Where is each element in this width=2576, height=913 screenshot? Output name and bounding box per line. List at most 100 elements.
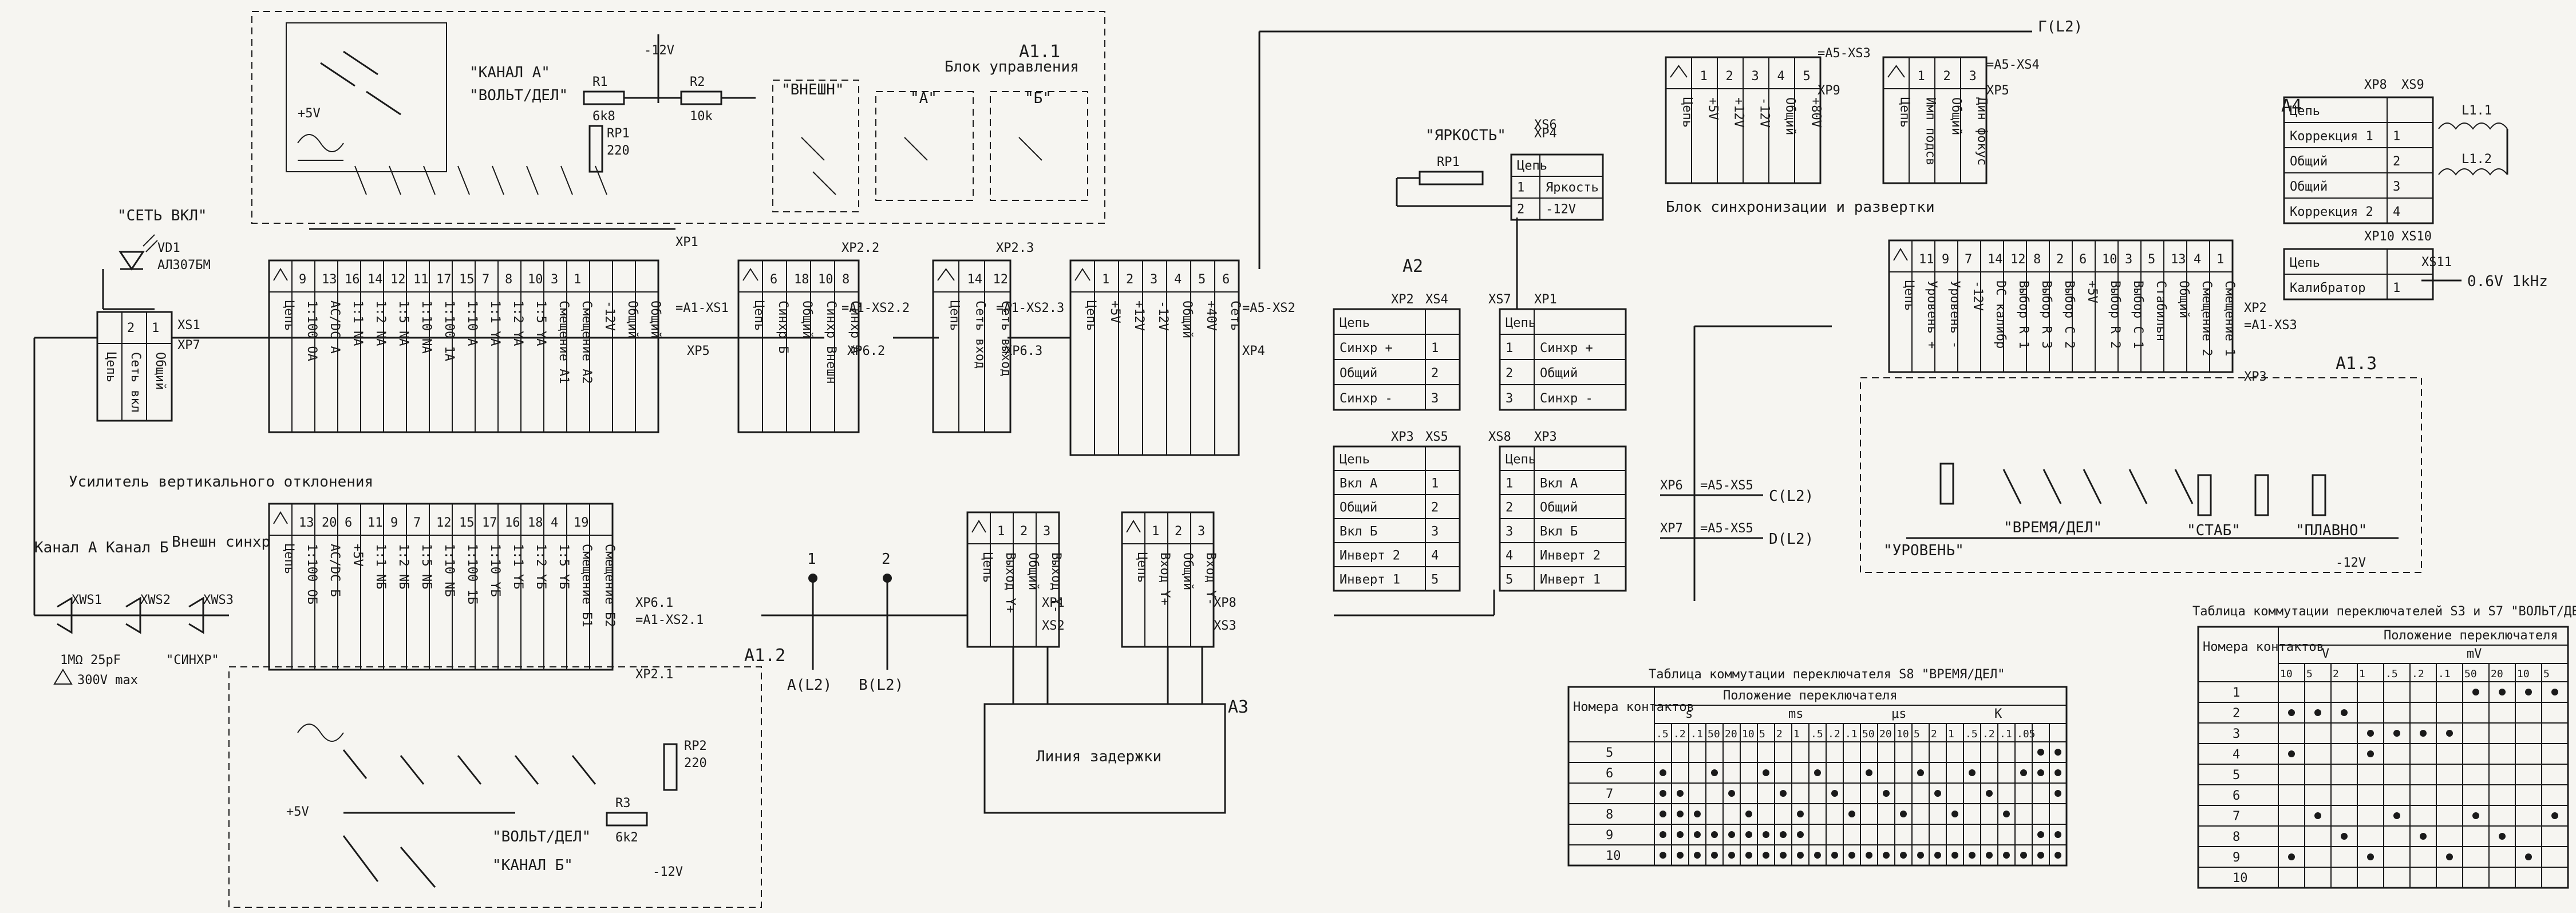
tbl8-dot — [1694, 852, 1701, 859]
a4xs10-cell: Цепь — [2290, 256, 2320, 270]
tbl8-dot — [1677, 811, 1684, 817]
a2xs4-cell: 3 — [1431, 392, 1439, 406]
xp61-pin: 7 — [413, 516, 421, 530]
xs2r-name: Выбор R 1 — [2016, 280, 2030, 349]
a2xs5-cell: Цепь — [1340, 452, 1370, 467]
a1-xs2-2-tag: =А1-XS2.2 — [841, 301, 910, 315]
xs3-tag: XS3 — [1214, 619, 1236, 633]
net-c-label: С(L2) — [1769, 488, 1814, 505]
tbl3-row-number: 1 — [2233, 686, 2240, 700]
a4xs9-cell: 4 — [2393, 205, 2400, 219]
a1-xs3-tag: =А1-XS3 — [2244, 318, 2297, 333]
a2xs4-cell: 1 — [1431, 341, 1439, 355]
svg-text:R3: R3 — [615, 796, 631, 811]
smooth-label: "ПЛАВНО" — [2296, 522, 2367, 539]
tbl8-dot — [1745, 811, 1752, 817]
a2xs5-cell: 4 — [1431, 548, 1439, 563]
a1-3-components — [1906, 463, 2399, 539]
svg-text:RP2: RP2 — [684, 739, 707, 753]
xp5-pin: 11 — [413, 272, 429, 287]
a2xp1-cell: Синхр - — [1540, 392, 1593, 406]
xp61-pin: 6 — [345, 516, 352, 530]
xs2r-name: Выбор R 3 — [2039, 280, 2053, 349]
bright-cell: -12V — [1546, 203, 1576, 217]
xp5-name: Смещение А2 — [579, 301, 594, 384]
xp62-frame — [737, 259, 860, 433]
tbl8-dot — [1951, 811, 1958, 817]
svg-text:RP1: RP1 — [1437, 155, 1460, 169]
xs2r-name: DC калибр — [1993, 280, 2008, 349]
xp4-name: +12V — [1132, 301, 1146, 331]
a2xs5-cell: 5 — [1431, 572, 1439, 587]
xs2r-pin: 2 — [2056, 252, 2064, 267]
xp5-pin: 1 — [574, 272, 581, 287]
svg-text:10k: 10k — [690, 109, 713, 124]
xp1b-tag: XP1 — [1534, 293, 1557, 307]
tbl8-dot — [1831, 790, 1838, 797]
xp9-pin: 5 — [1803, 69, 1811, 84]
xs2r-pin: 8 — [2033, 252, 2041, 267]
xp9-pin: 2 — [1726, 69, 1733, 84]
xs2r-pin: 9 — [1942, 252, 1949, 267]
xp7-tag: XP7 — [177, 338, 200, 353]
tbl8-position: .5 — [1965, 728, 1978, 740]
xp8d-name: Цепь — [1135, 552, 1149, 583]
xp61-name: 1:5 NБ — [419, 544, 433, 589]
a2xp3-cell: 3 — [1506, 524, 1513, 539]
xp61-pin: 13 — [299, 516, 314, 530]
a2xs5-cell: Вкл А — [1340, 476, 1377, 491]
a2xp1-cell: Цепь — [1506, 316, 1536, 330]
vertical-amp-label: Усилитель вертикального отклонения — [69, 473, 373, 491]
tbl8-position: .1 — [2000, 728, 2012, 740]
xp5-pin: 10 — [528, 272, 543, 287]
tbl8-dot — [2055, 749, 2061, 756]
bright-cell: 1 — [1517, 181, 1524, 195]
tbl8-dot — [1917, 769, 1924, 776]
a2xs5-cell: Общий — [1340, 500, 1377, 515]
xp8a4-tag: XP8 — [2364, 78, 2387, 92]
xp1d-name: Цепь — [980, 552, 994, 583]
tbl8-dot — [1866, 769, 1872, 776]
a4xs9-cell: Цепь — [2290, 104, 2320, 118]
bright-cell: Яркость — [1546, 181, 1599, 195]
xs2r-name: Цепь — [1902, 280, 1916, 311]
tbl8-dot — [1711, 769, 1718, 776]
a1-xs2-3-tag: =А1-XS2.3 — [996, 301, 1064, 315]
tbl8-position: 20 — [1725, 728, 1737, 740]
xp4-pin: 3 — [1150, 272, 1157, 287]
xs2r-pin: 6 — [2079, 252, 2087, 267]
xp8d-pin: 1 — [1152, 524, 1159, 539]
xp5-pin: 15 — [459, 272, 475, 287]
l1-1-label: L1.1 — [2462, 104, 2492, 118]
xp5-header-icon — [273, 268, 288, 281]
a1-3-boundary — [1860, 377, 2422, 573]
xp4-name: Общий — [1180, 301, 1194, 338]
bright-cell: 2 — [1517, 203, 1524, 217]
xp5r-name: Дин фокус — [1975, 97, 1989, 165]
xp1d-pin: 2 — [1020, 524, 1028, 539]
tbl8-dot — [1797, 852, 1804, 859]
ext-label: "ВНЕШН" — [781, 81, 844, 98]
xp1d-pin: 3 — [1043, 524, 1050, 539]
channel-b-bottom-label: "КАНАЛ Б" — [492, 857, 573, 874]
a4xs9-cell: Коррекция 2 — [2290, 205, 2373, 219]
tbl8-dot — [1951, 852, 1958, 859]
stab-label: "СТАБ" — [2187, 522, 2241, 539]
xp1-delay-tag: XP1 — [1042, 596, 1065, 610]
xp1-a11-tag: XP1 — [675, 235, 698, 250]
xp62-name: Синхр Внешн — [824, 301, 838, 384]
tbl3-dot — [2525, 689, 2532, 695]
xs2-tag: XS2 — [1042, 619, 1065, 633]
tbl8-dot — [1900, 852, 1907, 859]
tbl8-pos-header: Положение переключателя — [1723, 689, 1898, 703]
a1-2-label: A1.2 — [744, 646, 785, 666]
xp61-name: +5V — [350, 544, 365, 567]
xp61-name: Смещение Б2 — [602, 544, 617, 627]
l1-2-label: L1.2 — [2462, 152, 2492, 167]
xs7-tag: XS7 — [1488, 293, 1511, 307]
tbl8-position: 1 — [1948, 728, 1954, 740]
a4xs9-frame — [2283, 96, 2434, 224]
